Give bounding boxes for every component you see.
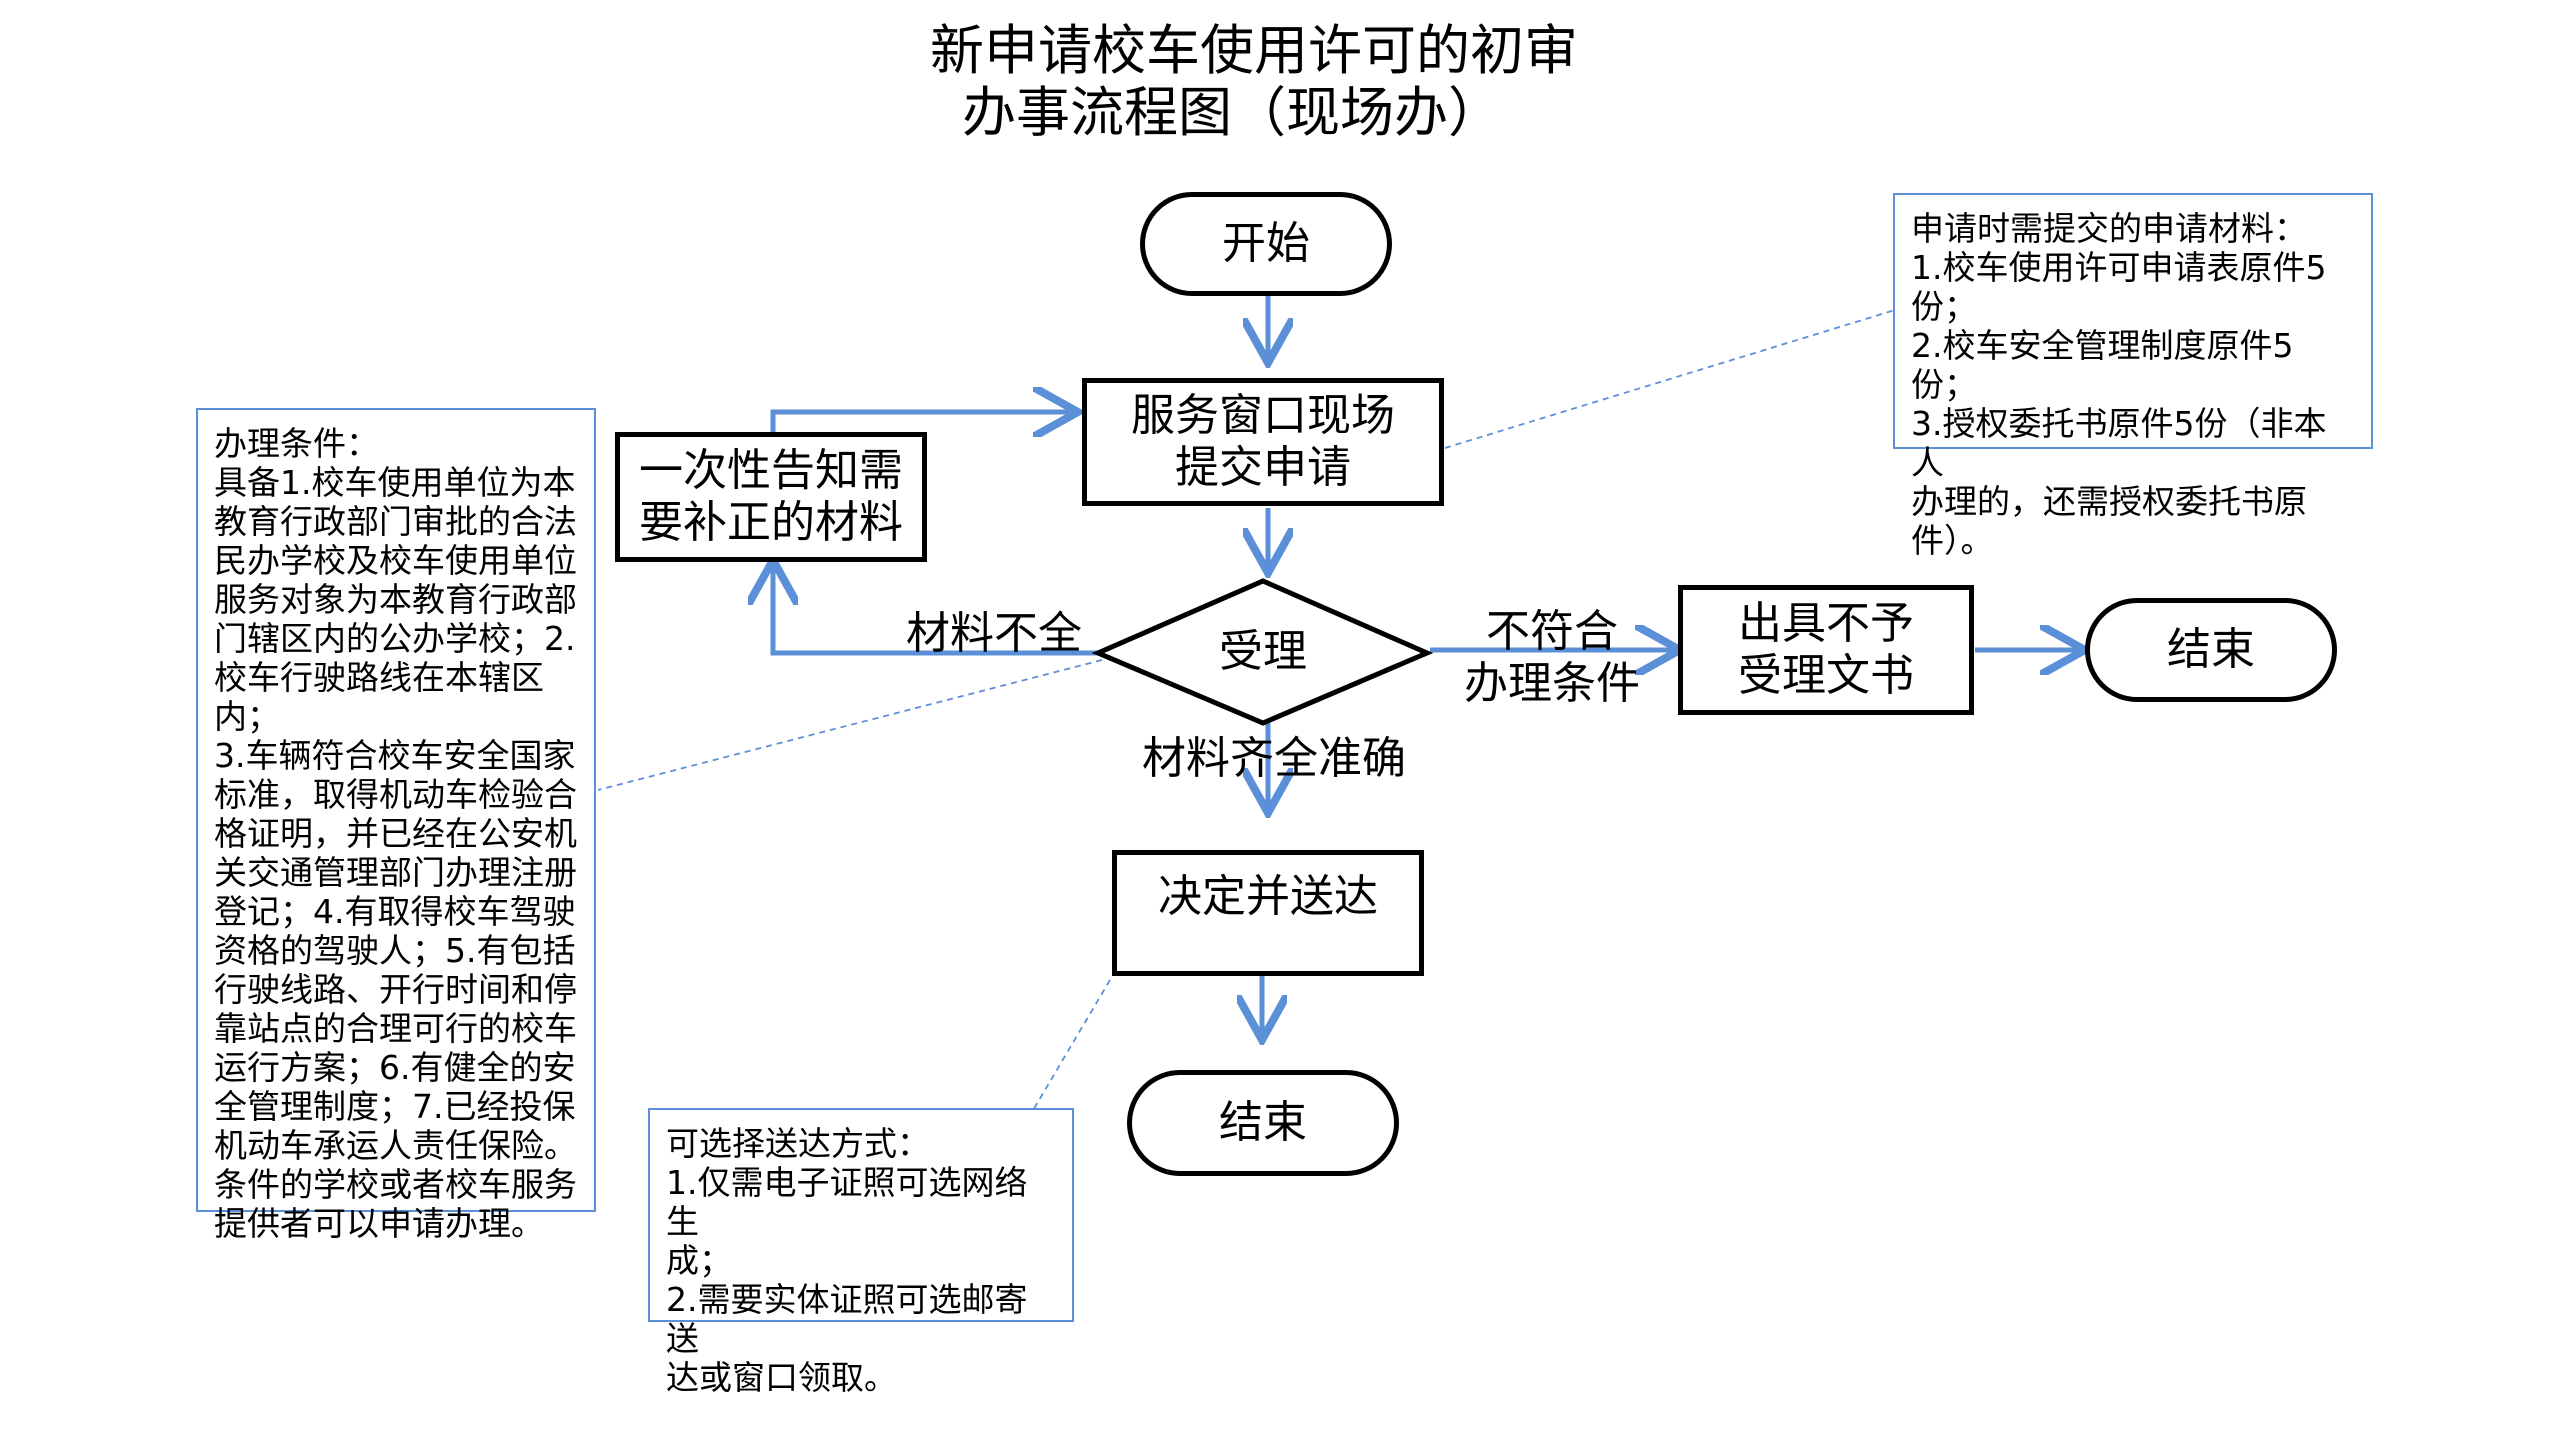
edge-label-not-eligible: 不符合 办理条件 — [1462, 606, 1642, 710]
note-delivery-line: 成； — [666, 1241, 732, 1280]
arrow-notify-to-submit — [770, 412, 1073, 433]
note-conditions-line: 靠站点的合理可行的校车 — [214, 1009, 577, 1048]
node-refuse-line-2: 受理文书 — [1738, 650, 1914, 701]
note-materials-line: 办理的，还需授权委托书原 — [1911, 482, 2307, 521]
node-notify: 一次性告知需 要补正的材料 — [615, 432, 927, 562]
note-conditions-line: 3.车辆符合校车安全国家 — [214, 736, 576, 775]
note-conditions-line: 登记；4.有取得校车驾驶 — [214, 892, 576, 931]
note-conditions: 办理条件： 具备1.校车使用单位为本 教育行政部门审批的合法 民办学校及校车使用… — [196, 408, 596, 1243]
node-end-right: 结束 — [2085, 598, 2337, 702]
note-conditions-line: 运行方案；6.有健全的安 — [214, 1048, 576, 1087]
edge-label-incomplete: 材料不全 — [906, 608, 1082, 659]
diagram-title-line-2: 办事流程图（现场办） — [962, 81, 1502, 144]
node-decide: 决定并送达 — [1112, 850, 1424, 976]
accept-diamond-shape — [1091, 578, 1434, 726]
note-materials-line: 1.校车使用许可申请表原件5份； — [1911, 248, 2327, 326]
edge-label-not-eligible-line-2: 办理条件 — [1464, 658, 1640, 709]
edge-label-not-eligible-line-1: 不符合 — [1486, 606, 1618, 657]
node-submit-line-2: 提交申请 — [1175, 442, 1351, 493]
arrows — [773, 295, 2080, 1035]
diagram-title-line-1: 新申请校车使用许可的初审 — [930, 19, 1578, 82]
node-decide-label: 决定并送达 — [1158, 871, 1378, 922]
note-conditions-line: 机动车承运人责任保险。 — [214, 1126, 577, 1165]
note-conditions-line: 关交通管理部门办理注册 — [214, 853, 577, 892]
note-conditions-line: 服务对象为本教育行政部 — [214, 580, 577, 619]
node-start-label: 开始 — [1222, 218, 1310, 269]
diagram-title: 新申请校车使用许可的初审 办事流程图（现场办） — [930, 20, 1578, 144]
note-materials: 申请时需提交的申请材料： 1.校车使用许可申请表原件5份； 2.校车安全管理制度… — [1893, 193, 2373, 560]
note-conditions-line: 提供者可以申请办理。 — [214, 1204, 544, 1243]
note-conditions-line: 标准，取得机动车检验合 — [214, 775, 577, 814]
callout-line-delivery — [1031, 979, 1111, 1113]
callout-lines — [597, 309, 1896, 1113]
note-materials-line: 申请时需提交的申请材料： — [1911, 209, 2307, 248]
callout-line-conditions — [597, 659, 1103, 791]
note-delivery-line: 2.需要实体证照可选邮寄送 — [666, 1280, 1028, 1358]
node-end-bottom: 结束 — [1127, 1070, 1399, 1176]
node-notify-line-1: 一次性告知需 — [639, 445, 903, 496]
node-notify-line-2: 要补正的材料 — [639, 497, 903, 548]
note-conditions-line: 教育行政部门审批的合法 — [214, 502, 577, 541]
node-end-right-label: 结束 — [2167, 624, 2255, 675]
node-accept: 受理 — [1098, 581, 1428, 723]
node-start: 开始 — [1140, 192, 1392, 296]
note-delivery-line: 达或窗口领取。 — [666, 1358, 897, 1397]
note-conditions-line: 资格的驾驶人；5.有包括 — [214, 931, 576, 970]
note-conditions-line: 具备1.校车使用单位为本 — [214, 463, 576, 502]
callout-line-materials — [1444, 309, 1896, 449]
arrow-accept-to-notify — [773, 565, 1098, 656]
node-refuse: 出具不予 受理文书 — [1678, 585, 1974, 715]
note-conditions-line: 办理条件： — [214, 424, 379, 463]
note-delivery-line: 1.仅需电子证照可选网络生 — [666, 1163, 1028, 1241]
node-submit-line-1: 服务窗口现场 — [1131, 390, 1395, 441]
note-materials-line: 2.校车安全管理制度原件5份； — [1911, 326, 2294, 404]
note-materials-line: 3.授权委托书原件5份（非本人 — [1911, 404, 2327, 482]
node-submit: 服务窗口现场 提交申请 — [1082, 378, 1444, 506]
note-delivery-line: 可选择送达方式： — [666, 1124, 930, 1163]
note-conditions-line: 民办学校及校车使用单位 — [214, 541, 577, 580]
note-conditions-line: 校车行驶路线在本辖区内； — [214, 658, 544, 736]
note-delivery: 可选择送达方式： 1.仅需电子证照可选网络生 成； 2.需要实体证照可选邮寄送 … — [648, 1108, 1074, 1397]
note-conditions-line: 门辖区内的公办学校；2. — [214, 619, 576, 658]
note-conditions-line: 全管理制度；7.已经投保 — [214, 1087, 576, 1126]
node-end-bottom-label: 结束 — [1219, 1097, 1307, 1148]
note-conditions-line: 条件的学校或者校车服务 — [214, 1165, 577, 1204]
node-refuse-line-1: 出具不予 — [1738, 598, 1914, 649]
note-conditions-line: 行驶线路、开行时间和停 — [214, 970, 577, 1009]
note-conditions-line: 格证明，并已经在公安机 — [214, 814, 577, 853]
edge-label-complete: 材料齐全准确 — [1142, 733, 1406, 784]
note-materials-line: 件）。 — [1911, 521, 1994, 560]
node-accept-label: 受理 — [1219, 626, 1307, 677]
